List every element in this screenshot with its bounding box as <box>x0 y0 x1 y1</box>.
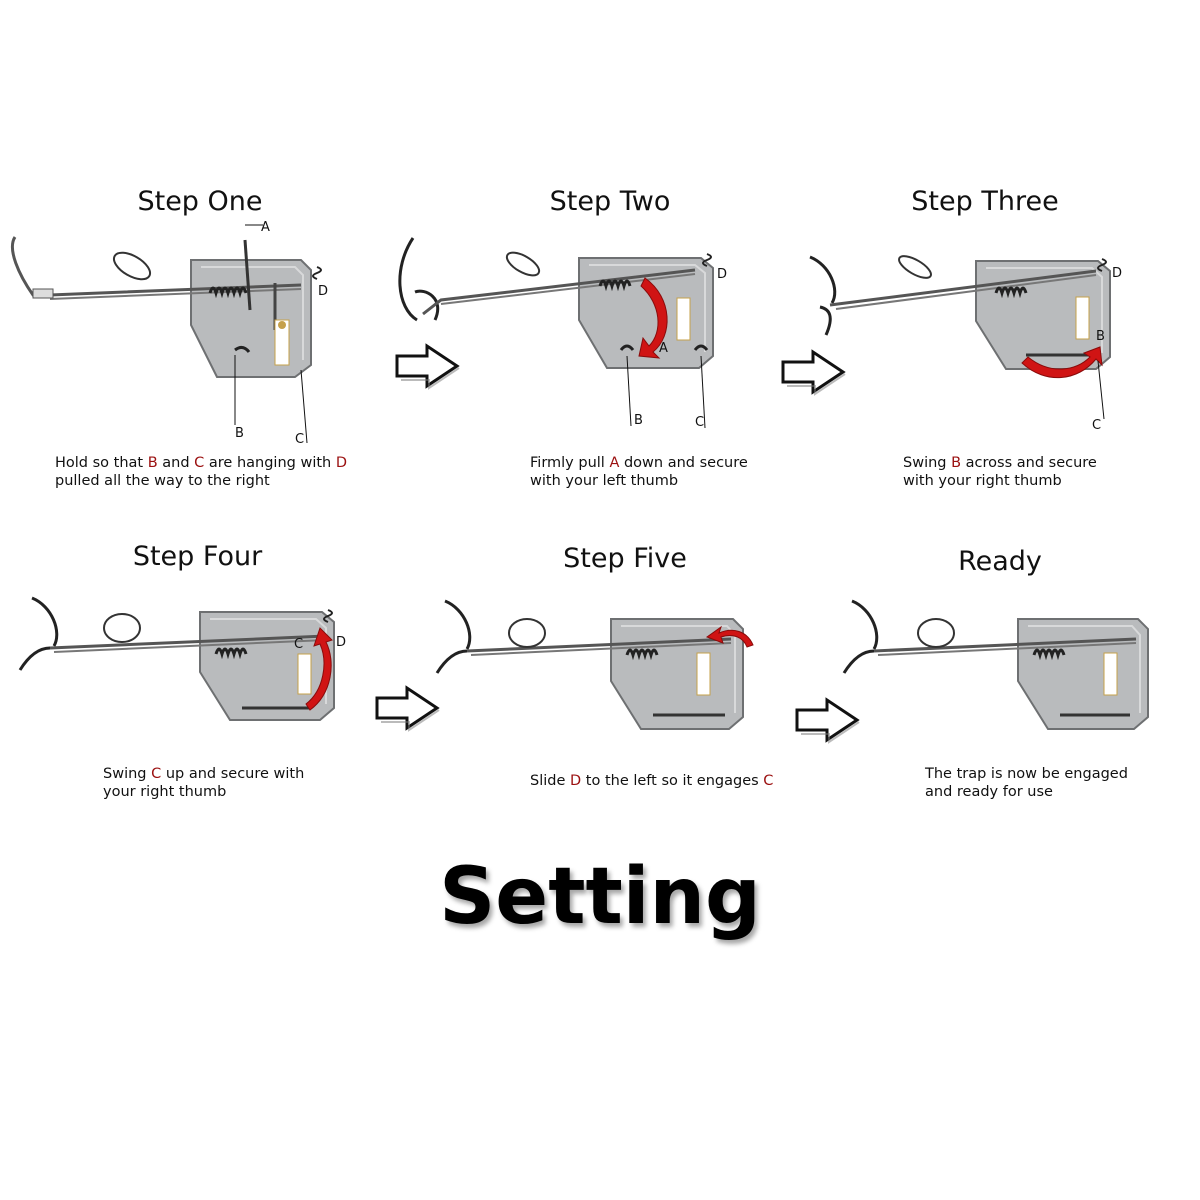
caption-line-2: pulled all the way to the right <box>55 473 270 489</box>
caption-line-2: with your right thumb <box>903 473 1062 489</box>
caption-line-1: Firmly pull A down and secure <box>530 455 748 471</box>
next-arrow-2-icon <box>781 349 846 396</box>
step-five-caption: Slide D to the left so it engages C <box>530 772 773 790</box>
slide-left-arrow-icon <box>705 625 754 648</box>
next-arrow-4-icon <box>795 697 860 744</box>
step-five-title: Step Five <box>563 543 687 574</box>
next-arrow-3-icon <box>375 685 440 732</box>
step-one-title: Step One <box>137 186 263 217</box>
label-d: D <box>318 284 328 299</box>
ready-title: Ready <box>958 546 1042 577</box>
label-a: A <box>261 220 270 235</box>
caption-line-2: your right thumb <box>103 784 227 800</box>
label-d: D <box>1112 266 1122 281</box>
step-four-trap-illustration: C D <box>18 596 346 721</box>
caption-line-1: Swing B across and secure <box>903 455 1097 471</box>
caption-line-2: and ready for use <box>925 784 1053 800</box>
caption-line-1: Slide D to the left so it engages C <box>530 773 774 789</box>
ready-trap-illustration <box>842 599 1149 730</box>
main-title: Setting <box>439 852 761 942</box>
step-two-trap-illustration: A B C D <box>398 237 727 430</box>
label-b: B <box>235 426 244 441</box>
swing-up-arrow-icon <box>305 627 333 711</box>
swing-across-arrow-icon <box>1021 346 1103 378</box>
step-three-trap-illustration: B C D <box>809 255 1122 433</box>
step-one-caption: Hold so that B and C are hanging with D … <box>55 454 347 490</box>
label-c: C <box>1092 418 1101 433</box>
caption-line-1: Hold so that B and C are hanging with D <box>55 455 348 471</box>
step-one-trap-illustration: A B C D <box>10 220 328 447</box>
step-three-title: Step Three <box>911 186 1059 217</box>
next-arrow-1-icon <box>395 343 460 390</box>
label-b: B <box>634 413 643 428</box>
step-two-title: Step Two <box>549 186 671 217</box>
label-a: A <box>659 341 668 356</box>
label-c: C <box>295 432 304 447</box>
label-c: C <box>695 415 704 430</box>
step-four-caption: Swing C up and secure with your right th… <box>103 765 304 801</box>
step-three-caption: Swing B across and secure with your righ… <box>903 454 1097 490</box>
ready-caption: The trap is now be engaged and ready for… <box>925 765 1128 801</box>
step-five-trap-illustration <box>435 599 754 730</box>
caption-line-2: with your left thumb <box>530 473 679 489</box>
caption-line-1: The trap is now be engaged <box>925 766 1128 782</box>
step-four-title: Step Four <box>132 541 263 572</box>
label-d: D <box>336 635 346 650</box>
step-two-caption: Firmly pull A down and secure with your … <box>530 454 748 490</box>
pull-down-arrow-icon <box>638 277 668 359</box>
label-c: C <box>294 637 303 652</box>
label-d: D <box>717 267 727 282</box>
label-b: B <box>1096 329 1105 344</box>
caption-line-1: Swing C up and secure with <box>103 766 305 782</box>
